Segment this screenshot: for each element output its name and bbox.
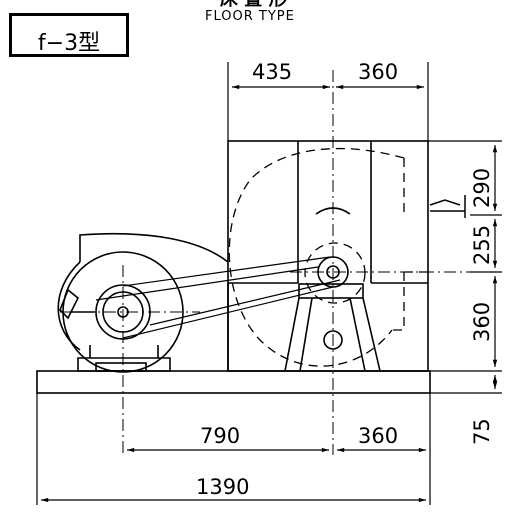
- model-type-box: f−3型: [9, 13, 129, 57]
- dim-bottom-right: 360: [358, 424, 399, 448]
- fan-casing: [227, 140, 429, 372]
- dim-bottom-left: 790: [200, 424, 241, 448]
- base-frame: [36, 370, 431, 394]
- dim-right-1: 290: [470, 167, 494, 208]
- dim-top-left: 435: [252, 60, 293, 84]
- dim-right-3: 360: [470, 301, 494, 342]
- dim-bottom-total: 1390: [196, 475, 250, 499]
- dim-top-right: 360: [358, 60, 399, 84]
- fan-stand: [284, 283, 381, 372]
- title-english: FLOOR TYPE: [205, 9, 295, 24]
- title-japanese: 床 置 形: [220, 0, 287, 9]
- model-type-label: f−3型: [37, 31, 101, 56]
- flange-symbol: [429, 195, 466, 218]
- top-dimension-line: [227, 62, 429, 141]
- right-dimension-line: [428, 140, 502, 394]
- dim-right-2: 255: [470, 224, 494, 265]
- bottom-dimension-lines: [36, 393, 431, 505]
- v-belts: [95, 256, 341, 339]
- dim-right-4: 75: [470, 418, 494, 445]
- motor: [57, 232, 229, 373]
- centerlines: [60, 70, 500, 455]
